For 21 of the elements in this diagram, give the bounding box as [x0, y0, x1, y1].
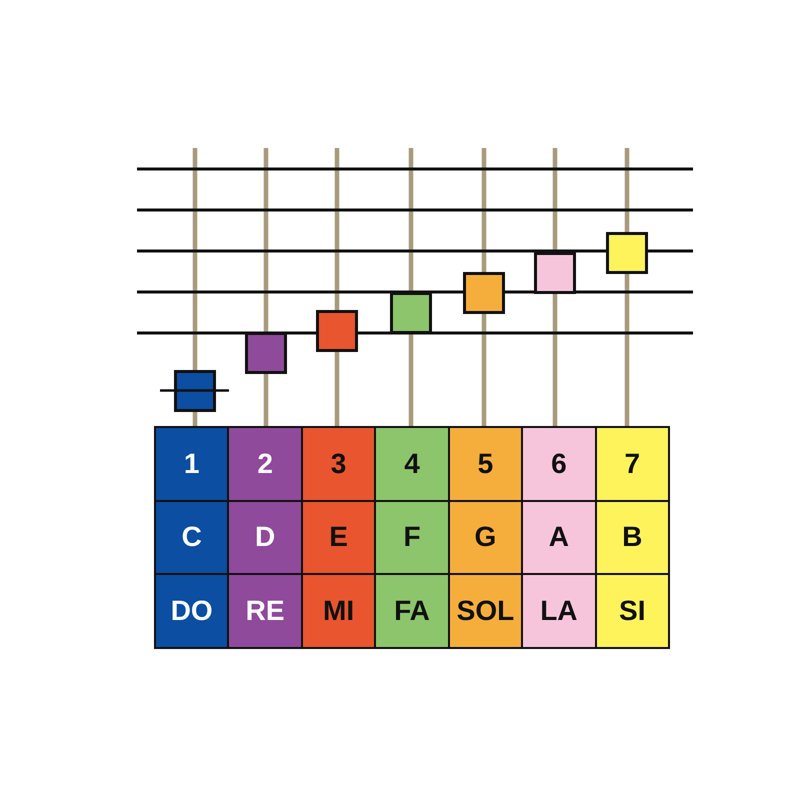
- note-letter-cell: A: [523, 502, 595, 574]
- scale-degree-cell: 6: [523, 428, 595, 500]
- note-letter-cell: E: [302, 502, 374, 574]
- solfege-cell: DO: [156, 575, 228, 647]
- solfege-cell: SOL: [450, 575, 522, 647]
- scale-degree-cell: 4: [376, 428, 448, 500]
- note-letter-cell: F: [376, 502, 448, 574]
- note-letter-cell: C: [156, 502, 228, 574]
- solfege-cell: RE: [229, 575, 301, 647]
- solfege-cell: MI: [302, 575, 374, 647]
- note-letter-cell: G: [450, 502, 522, 574]
- note-letter-cell: B: [596, 502, 668, 574]
- scale-degree-cell: 2: [229, 428, 301, 500]
- scale-degree-cell: 7: [596, 428, 668, 500]
- solfege-cell: LA: [523, 575, 595, 647]
- scale-degree-cell: 5: [450, 428, 522, 500]
- note-letter-cell: D: [229, 502, 301, 574]
- solfege-cell: FA: [376, 575, 448, 647]
- solfege-cell: SI: [596, 575, 668, 647]
- scale-degree-cell: 1: [156, 428, 228, 500]
- scale-degree-cell: 3: [302, 428, 374, 500]
